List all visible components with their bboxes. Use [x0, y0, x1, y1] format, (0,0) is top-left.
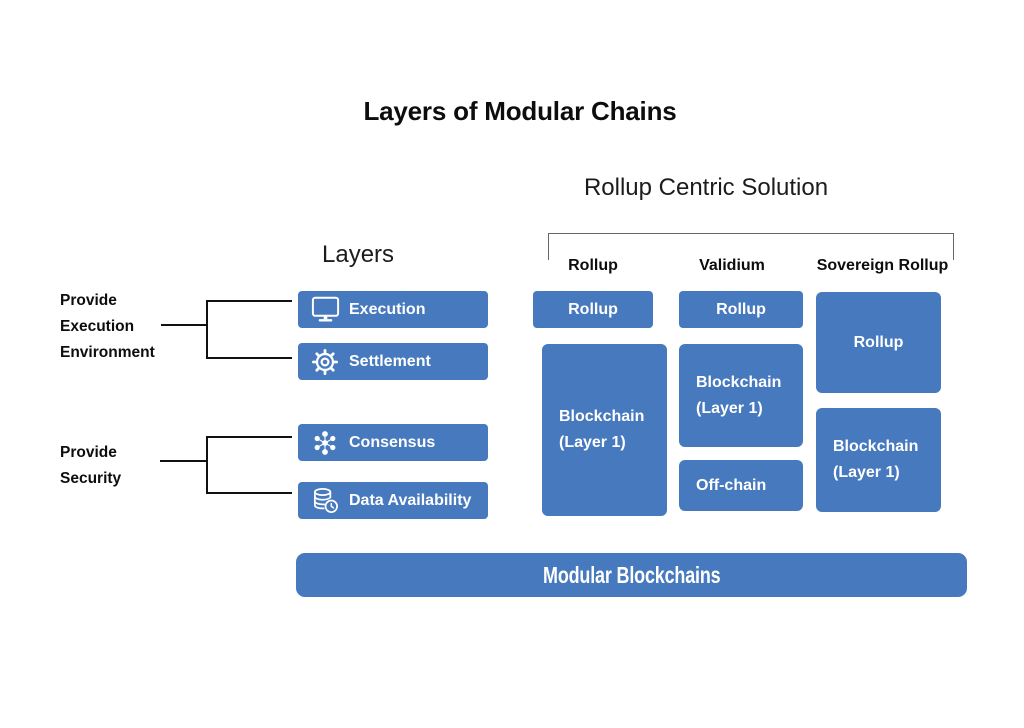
monitor-icon: [310, 295, 340, 325]
layer-data-availability: Data Availability: [298, 482, 488, 519]
layer-settlement: Settlement: [298, 343, 488, 380]
box-rollup-col2: Rollup: [679, 291, 803, 328]
column-header-rollup: Rollup: [568, 257, 618, 274]
box-off-chain-col2: Off-chain: [679, 460, 803, 511]
connector-stem-execution: [161, 324, 207, 326]
layer-consensus: Consensus: [298, 424, 488, 461]
box-rollup-col3: Rollup: [816, 292, 941, 393]
layer-label-settlement: Settlement: [349, 352, 431, 370]
layer-label-consensus: Consensus: [349, 433, 436, 451]
annotation-provide-execution-environment: Provide Execution Environment: [60, 292, 155, 361]
database-clock-icon: [310, 486, 340, 516]
box-rollup-col1: Rollup: [533, 291, 653, 328]
box-blockchain-layer1-col2: Blockchain (Layer 1): [679, 344, 803, 447]
rollup-centric-solution-heading: Rollup Centric Solution: [583, 174, 829, 201]
gear-icon: [310, 347, 340, 377]
bracket-line: [548, 233, 954, 260]
page-title: Layers of Modular Chains: [363, 96, 677, 126]
column-header-validium: Validium: [699, 257, 765, 274]
connector-vertical-execution: [206, 300, 208, 359]
box-blockchain-layer1-col3: Blockchain (Layer 1): [816, 408, 941, 512]
column-header-sovereign-rollup: Sovereign Rollup: [816, 257, 949, 274]
connector-stem-security: [160, 460, 206, 462]
connector-vertical-security: [206, 436, 208, 494]
connector-branch-execution: [206, 300, 292, 302]
annotation-provide-security: Provide Security: [60, 444, 122, 487]
connector-branch-settlement: [206, 357, 292, 359]
layer-label-execution: Execution: [349, 300, 426, 318]
connector-branch-data-availability: [206, 492, 292, 494]
layers-heading: Layers: [322, 241, 395, 268]
layer-execution: Execution: [298, 291, 488, 328]
connector-branch-consensus: [206, 436, 292, 438]
layer-label-data-availability: Data Availability: [349, 491, 472, 509]
box-blockchain-layer1-col1: Blockchain (Layer 1): [542, 344, 667, 516]
modular-blockchains-label: Modular Blockchains: [542, 561, 721, 588]
modular-blockchains-bar: Modular Blockchains: [296, 553, 967, 597]
network-dots-icon: [310, 428, 340, 458]
